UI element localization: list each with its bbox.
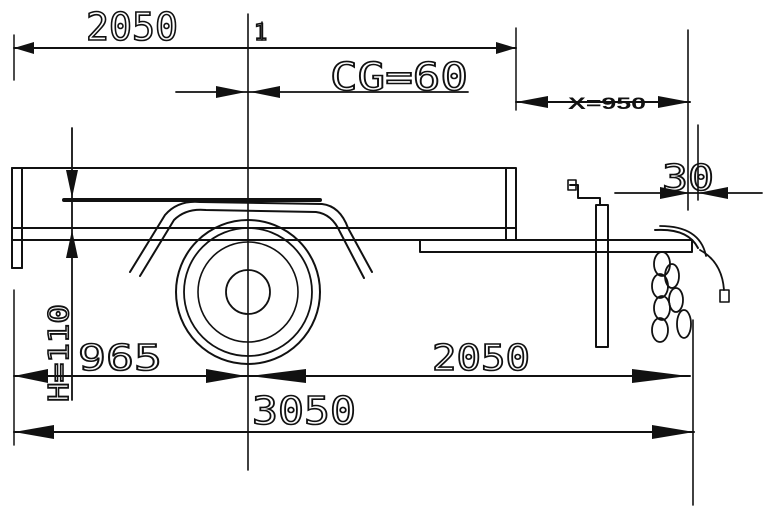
rear-length-label: 2050 (432, 338, 530, 379)
height-label: H=110 (42, 304, 75, 402)
trailer-body (11, 167, 517, 269)
hitch-offset-label: 30 (662, 158, 714, 199)
drawbar (419, 225, 707, 257)
overall-length-label: 3050 (252, 389, 356, 433)
wheel (175, 219, 321, 365)
jockey-wheel (567, 179, 609, 348)
x-offset-label: X=950 (568, 94, 646, 113)
dimension-labels: 2050 1 CG=60 X=950 30 H=110 965 2050 305… (41, 4, 715, 434)
front-length-label: 965 (78, 338, 162, 379)
top-length-label: 2050 (86, 5, 178, 49)
safety-chain (651, 249, 730, 343)
cg-label: CG=60 (330, 55, 468, 99)
axle-marker-label: 1 (254, 21, 267, 46)
fender (129, 200, 373, 279)
